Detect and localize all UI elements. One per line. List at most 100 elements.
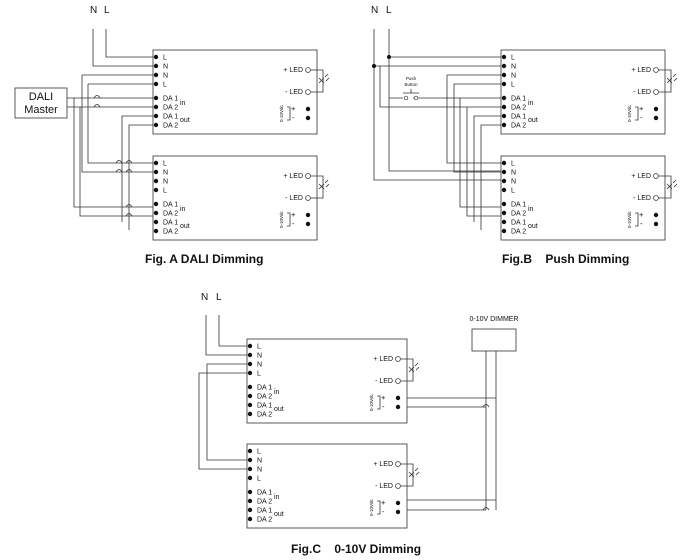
terminal-label: L	[163, 188, 167, 195]
dim-range-label: 0-10Vdc	[279, 104, 284, 122]
in-label: in	[528, 206, 534, 213]
led-symbol-icon	[666, 179, 678, 190]
dim-bracket	[377, 395, 381, 410]
fig-b-caption: Fig.B Push Dimming	[502, 252, 629, 266]
fig-c-mains-n-label: N	[201, 292, 208, 303]
figure-c-0-10v-dimming: N L 0-10V DIMMER	[198, 292, 519, 511]
dali-master-line1: DALI	[29, 91, 53, 103]
push-button-contact-right	[413, 95, 419, 101]
terminal-label: N	[163, 179, 168, 186]
terminal-label: DA 2	[257, 499, 272, 506]
terminal-dot	[501, 122, 507, 128]
figure-a-dali-dimming: N L DALI Master	[14, 5, 156, 230]
terminal-dot	[153, 63, 159, 69]
terminal-dot	[501, 104, 507, 110]
led-wire	[401, 358, 414, 382]
terminal-label: DA 2	[257, 394, 272, 401]
terminal-dot	[153, 72, 159, 78]
fig-c-mains-l-label: L	[216, 292, 222, 303]
fig-a-mains-l-label: L	[104, 5, 110, 16]
terminal-label: N	[257, 467, 262, 474]
led-symbol-icon	[408, 362, 420, 373]
dim-plus-label: +	[381, 393, 386, 402]
terminal-dot	[247, 507, 253, 513]
terminal-dot	[153, 210, 159, 216]
led-minus-label: - LED	[285, 89, 303, 96]
led-plus-terminal	[653, 67, 659, 73]
led-plus-label: + LED	[283, 173, 303, 180]
terminal-label: L	[163, 55, 167, 62]
terminal-label: L	[257, 344, 261, 351]
terminal-label: DA 2	[163, 229, 178, 236]
led-minus-label: - LED	[633, 195, 651, 202]
led-symbol-icon	[666, 73, 678, 84]
terminal-label: L	[257, 371, 261, 378]
dim-minus-terminal	[653, 221, 659, 227]
out-label: out	[274, 511, 284, 518]
led-wire	[659, 175, 672, 199]
terminal-dot	[153, 113, 159, 119]
fig-b-mains-n-label: N	[371, 5, 378, 16]
led-plus-terminal	[653, 173, 659, 179]
push-button-label-1: Push	[406, 76, 417, 81]
led-minus-terminal	[653, 195, 659, 201]
dimmer-box	[471, 328, 517, 352]
led-minus-terminal	[305, 195, 311, 201]
led-plus-label: + LED	[373, 356, 393, 363]
terminal-label: DA 1	[163, 96, 178, 103]
terminal-label: DA 2	[511, 123, 526, 130]
terminal-dot	[153, 81, 159, 87]
push-button-label-2: Button	[404, 82, 418, 87]
in-label: in	[274, 494, 280, 501]
terminal-label: DA 1	[163, 202, 178, 209]
led-minus-terminal	[395, 483, 401, 489]
in-label: in	[180, 100, 186, 107]
terminal-label: DA 2	[163, 105, 178, 112]
led-minus-label: - LED	[375, 483, 393, 490]
dim-bracket	[287, 212, 291, 227]
out-label: out	[180, 117, 190, 124]
dim-bracket	[377, 500, 381, 515]
terminal-label: L	[511, 188, 515, 195]
terminal-dot	[501, 219, 507, 225]
dim-minus-label: -	[292, 113, 295, 122]
dim-range-label: 0-10Vdc	[369, 498, 374, 516]
led-minus-label: - LED	[285, 195, 303, 202]
terminal-dot	[501, 72, 507, 78]
fig-c-crossovers	[482, 404, 490, 511]
terminal-label: DA 2	[257, 412, 272, 419]
terminal-dot	[501, 113, 507, 119]
terminal-dot	[501, 169, 507, 175]
terminal-dot	[247, 402, 253, 408]
terminal-dot	[247, 489, 253, 495]
terminal-dot	[153, 228, 159, 234]
led-plus-terminal	[395, 461, 401, 467]
terminal-label: L	[511, 82, 515, 89]
led-minus-terminal	[395, 378, 401, 384]
terminal-label: L	[163, 82, 167, 89]
terminal-label: DA 1	[257, 385, 272, 392]
terminal-dot	[153, 201, 159, 207]
dim-plus-label: +	[291, 104, 296, 113]
terminal-label: DA 1	[163, 220, 178, 227]
led-symbol-icon	[318, 179, 330, 190]
led-symbol-icon	[408, 467, 420, 478]
out-label: out	[528, 117, 538, 124]
terminal-dot	[153, 95, 159, 101]
terminal-dot	[501, 228, 507, 234]
in-label: in	[274, 389, 280, 396]
terminal-dot	[247, 448, 253, 454]
terminal-label: N	[257, 362, 262, 369]
dim-plus-label: +	[291, 210, 296, 219]
terminal-label: DA 2	[511, 105, 526, 112]
dim-plus-terminal	[395, 395, 401, 401]
terminal-label: DA 2	[511, 211, 526, 218]
led-minus-terminal	[305, 89, 311, 95]
out-label: out	[180, 223, 190, 230]
dim-minus-terminal	[305, 221, 311, 227]
terminal-dot	[153, 187, 159, 193]
dim-range-label: 0-10Vdc	[369, 393, 374, 411]
